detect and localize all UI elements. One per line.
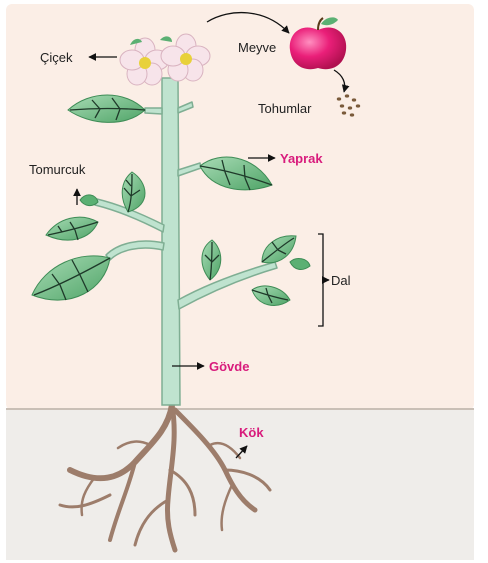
label-branch: Dal bbox=[331, 273, 351, 288]
label-bud: Tomurcuk bbox=[29, 162, 86, 177]
label-flower: Çiçek bbox=[40, 50, 73, 65]
stem bbox=[162, 78, 180, 405]
label-stem: Gövde bbox=[209, 359, 249, 374]
label-leaf: Yaprak bbox=[280, 151, 323, 166]
label-seeds: Tohumlar bbox=[258, 101, 312, 116]
label-fruit: Meyve bbox=[238, 40, 276, 55]
label-root: Kök bbox=[239, 425, 264, 440]
sky-background bbox=[6, 4, 474, 410]
